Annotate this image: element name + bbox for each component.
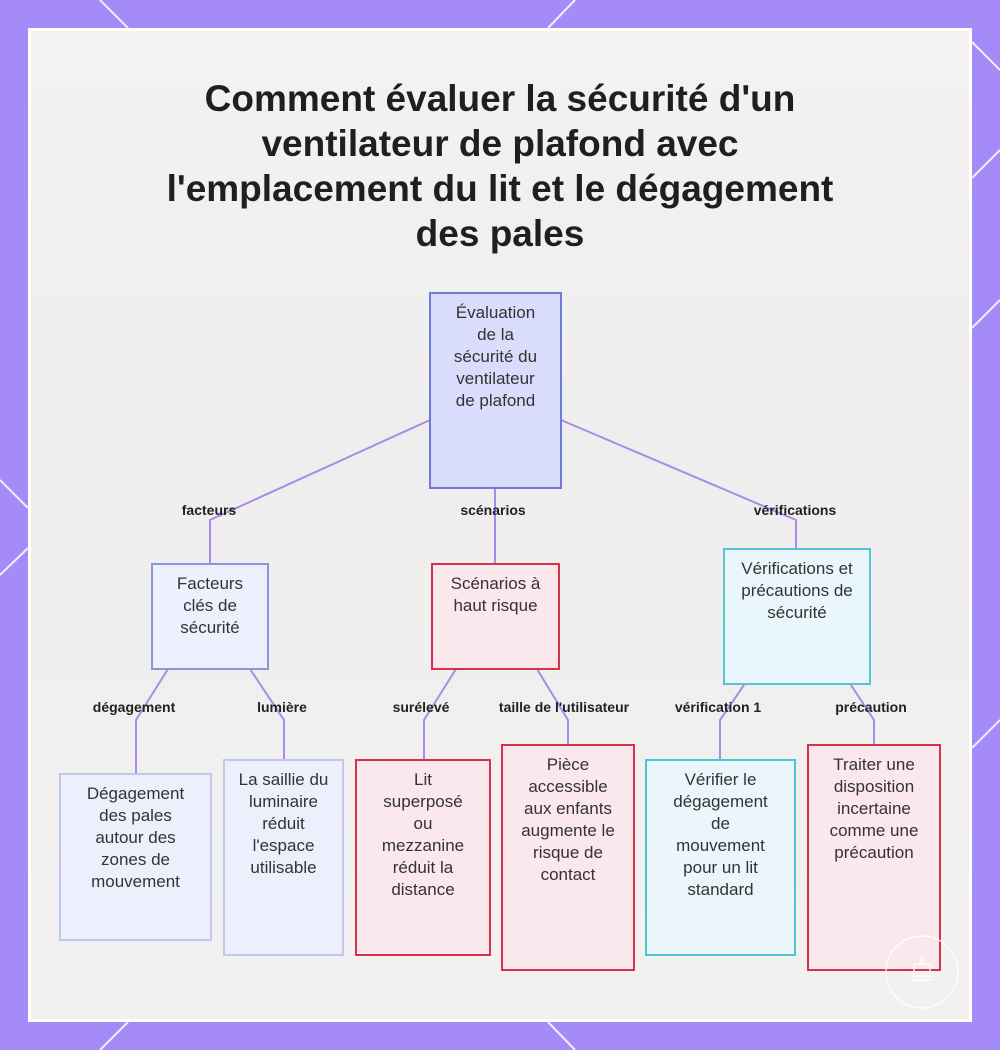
- edge-scenarios-taille: [536, 668, 569, 745]
- node-leaf-degagement: Dégagement des pales autour des zones de…: [59, 773, 212, 941]
- node-facteurs-label: Facteurs clés de sécurité: [176, 574, 244, 637]
- node-root-label: Évaluation de la sécurité du ventilateur…: [453, 303, 538, 410]
- bed-icon: [885, 935, 959, 1009]
- node-verifications-label: Vérifications et précautions de sécurité: [741, 559, 853, 622]
- edge-label-scenarios: scénarios: [460, 502, 526, 518]
- node-leaf-taille-label: Pièce accessible aux enfants augmente le…: [521, 755, 615, 884]
- node-leaf-lumiere: La saillie du luminaire réduit l'espace …: [223, 759, 344, 956]
- edge-facteurs-lumiere: [249, 668, 285, 760]
- edge-root-verifications: [560, 419, 797, 549]
- node-leaf-taille: Pièce accessible aux enfants augmente le…: [501, 744, 635, 971]
- node-leaf-verification: Vérifier le dégagement de mouvement pour…: [645, 759, 796, 956]
- node-leaf-precaution-label: Traiter une disposition incertaine comme…: [829, 755, 919, 862]
- node-leaf-sureleve-label: Lit superposé ou mezzanine réduit la dis…: [381, 770, 465, 899]
- edge-facteurs-degagement: [135, 668, 169, 774]
- page-title: Comment évaluer la sécurité d'un ventila…: [166, 78, 834, 254]
- node-leaf-verification-label: Vérifier le dégagement de mouvement pour…: [673, 770, 768, 899]
- node-scenarios: Scénarios à haut risque: [431, 563, 560, 670]
- edge-label-lumiere: lumière: [257, 699, 307, 715]
- edge-verifications-verification: [719, 684, 745, 760]
- node-verifications: Vérifications et précautions de sécurité: [723, 548, 871, 685]
- edge-label-precaution: précaution: [835, 699, 907, 715]
- edge-root-facteurs: [209, 419, 431, 564]
- node-facteurs: Facteurs clés de sécurité: [151, 563, 269, 670]
- edge-label-facteurs: facteurs: [181, 502, 237, 518]
- node-leaf-degagement-label: Dégagement des pales autour des zones de…: [86, 784, 185, 891]
- edge-label-verifications: vérifications: [753, 502, 837, 518]
- edge-scenarios-sureleve: [423, 668, 457, 760]
- edge-label-taille: taille de l'utilisateur: [498, 699, 630, 715]
- edge-label-sureleve: surélevé: [392, 699, 450, 715]
- node-leaf-precaution: Traiter une disposition incertaine comme…: [807, 744, 941, 971]
- node-leaf-sureleve: Lit superposé ou mezzanine réduit la dis…: [355, 759, 491, 956]
- node-root: Évaluation de la sécurité du ventilateur…: [429, 292, 562, 489]
- node-leaf-lumiere-label: La saillie du luminaire réduit l'espace …: [238, 770, 329, 877]
- node-scenarios-label: Scénarios à haut risque: [450, 574, 541, 615]
- edge-label-verification-1: vérification 1: [674, 699, 762, 715]
- edge-label-degagement: dégagement: [92, 699, 176, 715]
- edge-verifications-precaution: [850, 684, 875, 745]
